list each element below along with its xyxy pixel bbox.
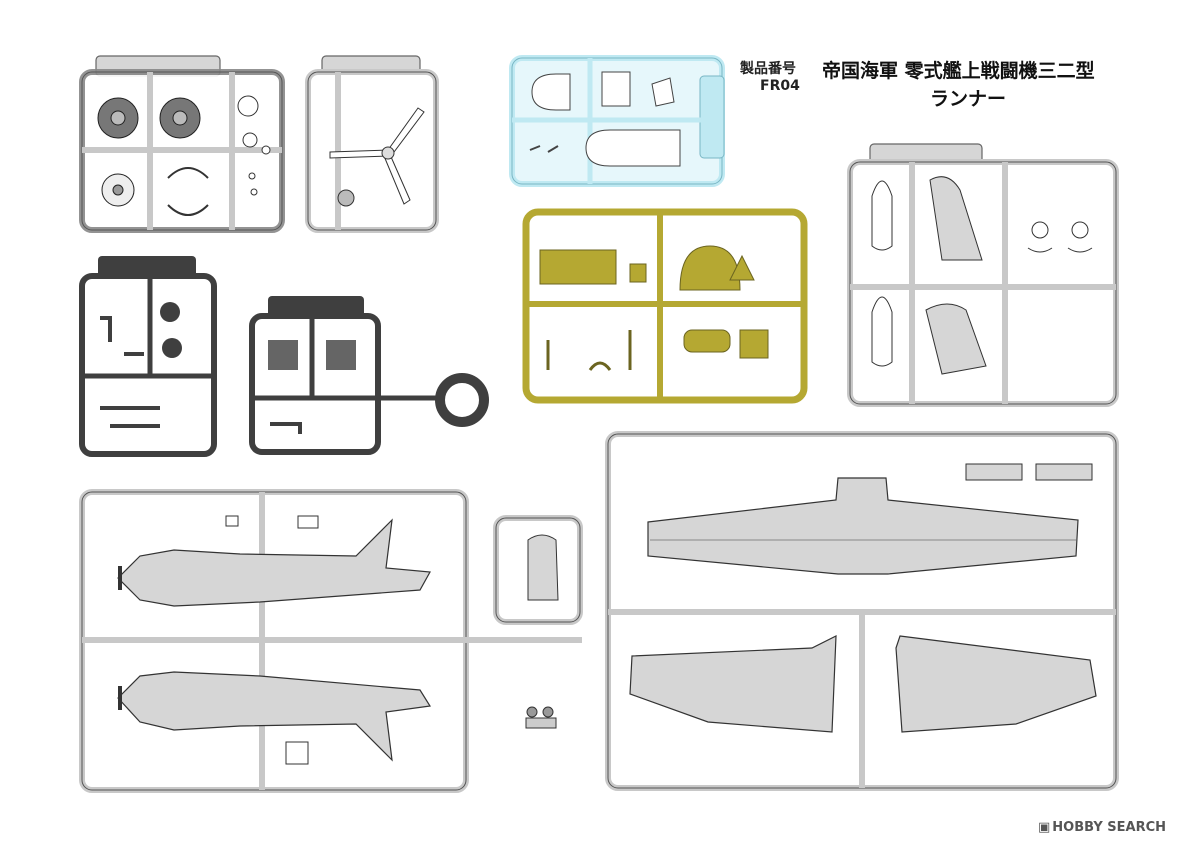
page-subtitle: ランナー xyxy=(930,88,1007,110)
fuselage-left-half xyxy=(117,518,431,607)
wing-lower xyxy=(647,477,1079,575)
sprue-rudder xyxy=(493,515,583,625)
sprue-wings xyxy=(605,431,1119,791)
watermark-text: HOBBY SEARCH xyxy=(1052,820,1167,835)
engine-radial-1 xyxy=(97,97,139,139)
product-code-label: 製品番号 xyxy=(740,61,796,77)
sprue-clear-canopy xyxy=(509,55,725,187)
engine-fan xyxy=(101,173,135,207)
sprue-engines xyxy=(79,55,285,233)
wing-upper-right xyxy=(895,635,1097,733)
page-title: 帝国海軍 零式艦上戦闘機三二型 xyxy=(822,60,1095,82)
title-block: 製品番号 FR04 帝国海軍 零式艦上戦闘機三二型 ランナー xyxy=(730,56,1150,116)
sprue-flaps xyxy=(847,143,1119,407)
sprue-dark-gray xyxy=(79,256,217,457)
wing-upper-left xyxy=(629,635,837,733)
engine-radial-2 xyxy=(159,97,201,139)
sprue-fuselage xyxy=(79,489,582,793)
sprue-dark-gray-small xyxy=(249,296,489,455)
fuselage-right-half xyxy=(117,671,432,762)
hobby-search-logo-icon: ▣ xyxy=(1038,820,1051,835)
sprue-cockpit-yellow xyxy=(522,208,808,404)
small-parts-loose xyxy=(525,706,557,729)
sprue-propeller xyxy=(305,55,439,233)
product-code: FR04 xyxy=(760,78,800,94)
hobby-search-watermark: ▣HOBBY SEARCH xyxy=(1038,820,1166,835)
